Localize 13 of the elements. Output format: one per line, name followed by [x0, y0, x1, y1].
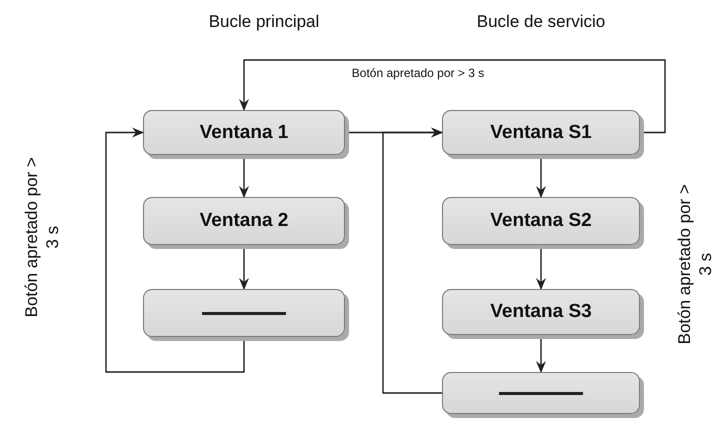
arrow [105, 128, 245, 373]
side-note: Botón apretado por > 3 s [20, 156, 63, 320]
edge-label: Botón apretado por > 3 s [350, 66, 486, 80]
side-note: Botón apretado por > 3 s [674, 183, 716, 346]
arrow [382, 128, 443, 394]
box-label: Ventana S1 [490, 122, 592, 144]
section-heading: Bucle de servicio [476, 12, 606, 32]
box-label: Ventana S3 [490, 301, 592, 323]
section-heading: Bucle principal [208, 12, 320, 32]
box-label: Ventana 2 [200, 210, 288, 232]
box-label: Ventana 1 [200, 122, 288, 144]
arrow [239, 59, 666, 134]
box-label: Ventana S2 [490, 210, 592, 232]
